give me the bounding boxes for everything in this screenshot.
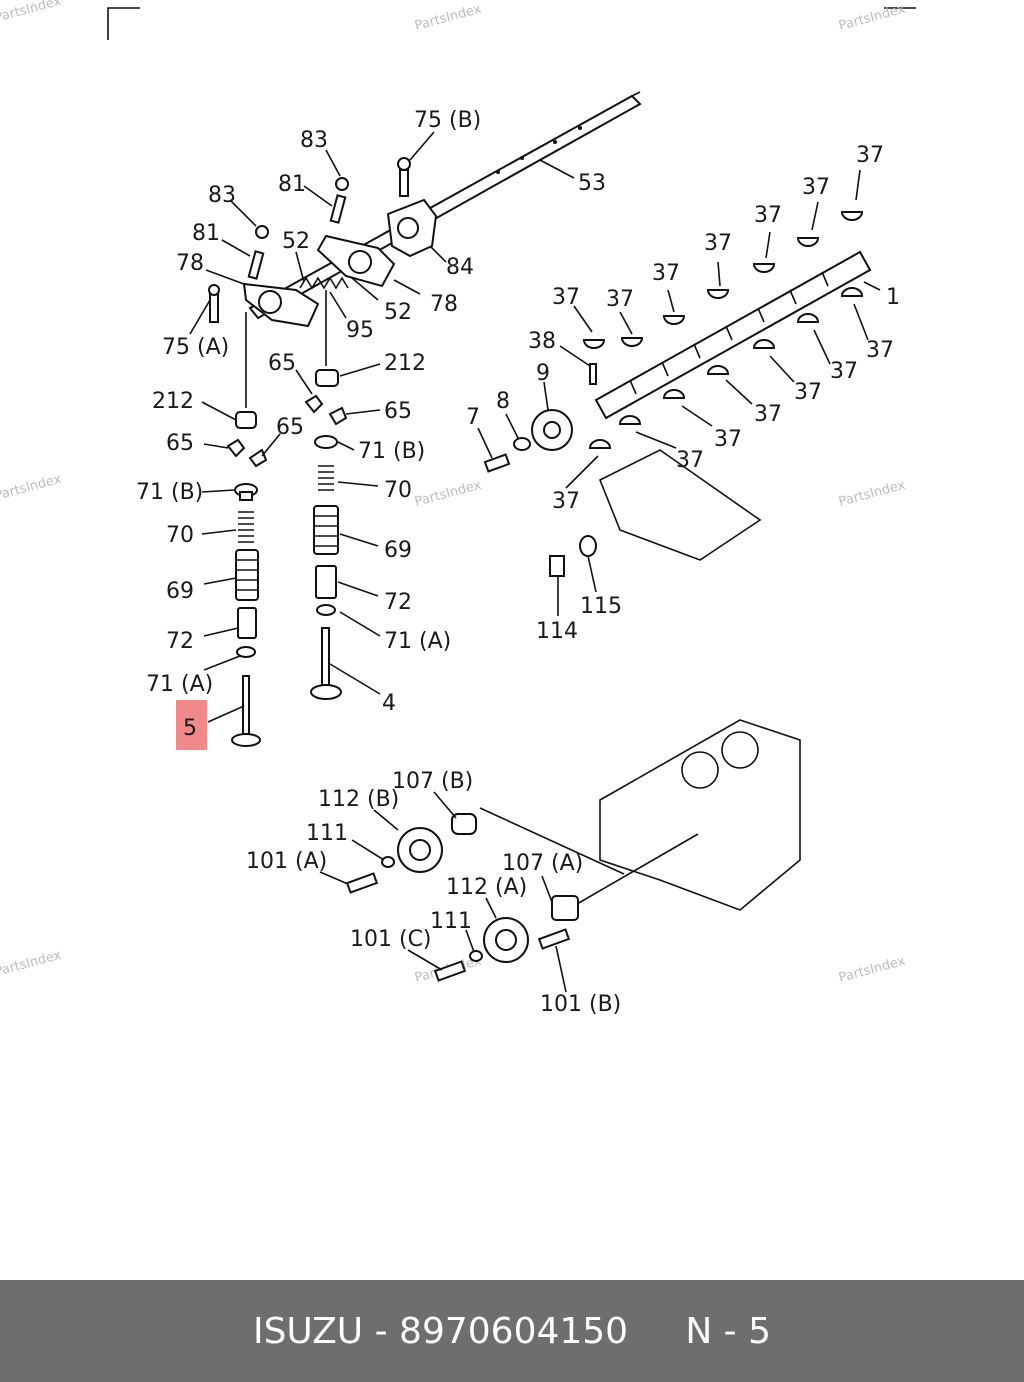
footer-separator: - <box>363 1310 400 1352</box>
callout-37b: 37 <box>802 175 830 200</box>
callout-212a: 212 <box>384 351 426 376</box>
callout-71Bb: 71 (B) <box>136 480 203 505</box>
callout-37a: 37 <box>856 143 884 168</box>
callout-37g: 37 <box>552 285 580 310</box>
watermark: PartsIndex <box>0 472 63 504</box>
watermark: PartsIndex <box>0 0 63 26</box>
callout-75B: 75 (B) <box>414 108 481 133</box>
callout-71Ba: 71 (B) <box>358 439 425 464</box>
callout-53: 53 <box>578 171 606 196</box>
callout-37f: 37 <box>606 287 634 312</box>
callout-70a: 70 <box>384 478 412 503</box>
callout-70b: 70 <box>166 523 194 548</box>
callout-111b: 111 <box>430 909 472 934</box>
callout-9: 9 <box>536 361 550 386</box>
callout-5: 5 <box>183 716 197 741</box>
callout-107B: 107 (B) <box>392 769 473 794</box>
footer-page-ref: N - 5 <box>685 1310 772 1352</box>
callout-69b: 69 <box>166 579 194 604</box>
callout-65b: 65 <box>384 399 412 424</box>
callout-labels: 75 (B) 83 81 53 83 81 52 84 78 52 78 95 … <box>136 108 900 1017</box>
callout-38: 38 <box>528 329 556 354</box>
callout-83b: 83 <box>208 183 236 208</box>
valve-train-right <box>304 369 348 700</box>
callout-78b: 78 <box>430 292 458 317</box>
callout-72a: 72 <box>384 590 412 615</box>
camshaft <box>594 250 872 420</box>
callout-115: 115 <box>580 594 622 619</box>
callout-37h: 37 <box>866 338 894 363</box>
callout-65a: 65 <box>268 351 296 376</box>
callout-112B: 112 (B) <box>318 787 399 812</box>
callout-37i: 37 <box>830 359 858 384</box>
callout-72b: 72 <box>166 629 194 654</box>
callout-95: 95 <box>346 318 374 343</box>
callout-101B: 101 (B) <box>540 992 621 1017</box>
footer-part-number: 8970604150 <box>399 1310 629 1352</box>
callout-83a: 83 <box>300 128 328 153</box>
callout-69a: 69 <box>384 538 412 563</box>
callout-4: 4 <box>382 691 396 716</box>
footer-bar: ISUZU - 8970604150 N - 5 <box>0 1280 1024 1382</box>
callout-8: 8 <box>496 389 510 414</box>
highlight-part-5 <box>176 700 207 750</box>
callout-37j: 37 <box>794 380 822 405</box>
watermark: PartsIndex <box>0 948 63 980</box>
callout-1: 1 <box>886 285 900 310</box>
callout-212b: 212 <box>152 389 194 414</box>
callout-37k: 37 <box>754 402 782 427</box>
rocker-spring <box>299 276 349 290</box>
callout-37l: 37 <box>714 427 742 452</box>
callout-37c: 37 <box>754 203 782 228</box>
callout-84: 84 <box>446 255 474 280</box>
callout-7: 7 <box>466 405 480 430</box>
watermark: PartsIndex <box>837 2 907 34</box>
callout-37n: 37 <box>552 489 580 514</box>
callout-114: 114 <box>536 619 578 644</box>
rocker-shaft-assembly <box>208 91 642 408</box>
callout-111a: 111 <box>306 821 348 846</box>
footer-brand: ISUZU <box>252 1310 364 1352</box>
callout-71Aa: 71 (A) <box>384 629 451 654</box>
callout-107A: 107 (A) <box>502 851 583 876</box>
watermark: PartsIndex <box>413 478 483 510</box>
callout-52a: 52 <box>282 229 310 254</box>
callout-37d: 37 <box>704 231 732 256</box>
callout-65d: 65 <box>276 415 304 440</box>
callout-37m: 37 <box>676 448 704 473</box>
corner-mark-left <box>107 7 140 40</box>
callout-81a: 81 <box>278 172 306 197</box>
camshaft-assembly <box>483 211 872 577</box>
watermark: PartsIndex <box>413 2 483 34</box>
callout-65c: 65 <box>166 431 194 456</box>
callout-71Ab: 71 (A) <box>146 672 213 697</box>
watermark: PartsIndex <box>837 478 907 510</box>
parts-diagram: PartsIndex PartsIndex PartsIndex PartsIn… <box>0 0 916 1017</box>
callout-112A: 112 (A) <box>446 875 527 900</box>
callout-52b: 52 <box>384 300 412 325</box>
callout-78a: 78 <box>176 251 204 276</box>
valve-train-left <box>226 411 268 747</box>
footer-spacer <box>628 1311 685 1352</box>
callout-81b: 81 <box>192 221 220 246</box>
gear-assembly <box>345 719 801 982</box>
callout-101A: 101 (A) <box>246 849 327 874</box>
cylinder-block <box>599 719 801 911</box>
callout-101C: 101 (C) <box>350 927 432 952</box>
watermark: PartsIndex <box>837 954 907 986</box>
callout-37e: 37 <box>652 261 680 286</box>
callout-75A: 75 (A) <box>162 335 229 360</box>
leader-lines <box>189 131 881 993</box>
